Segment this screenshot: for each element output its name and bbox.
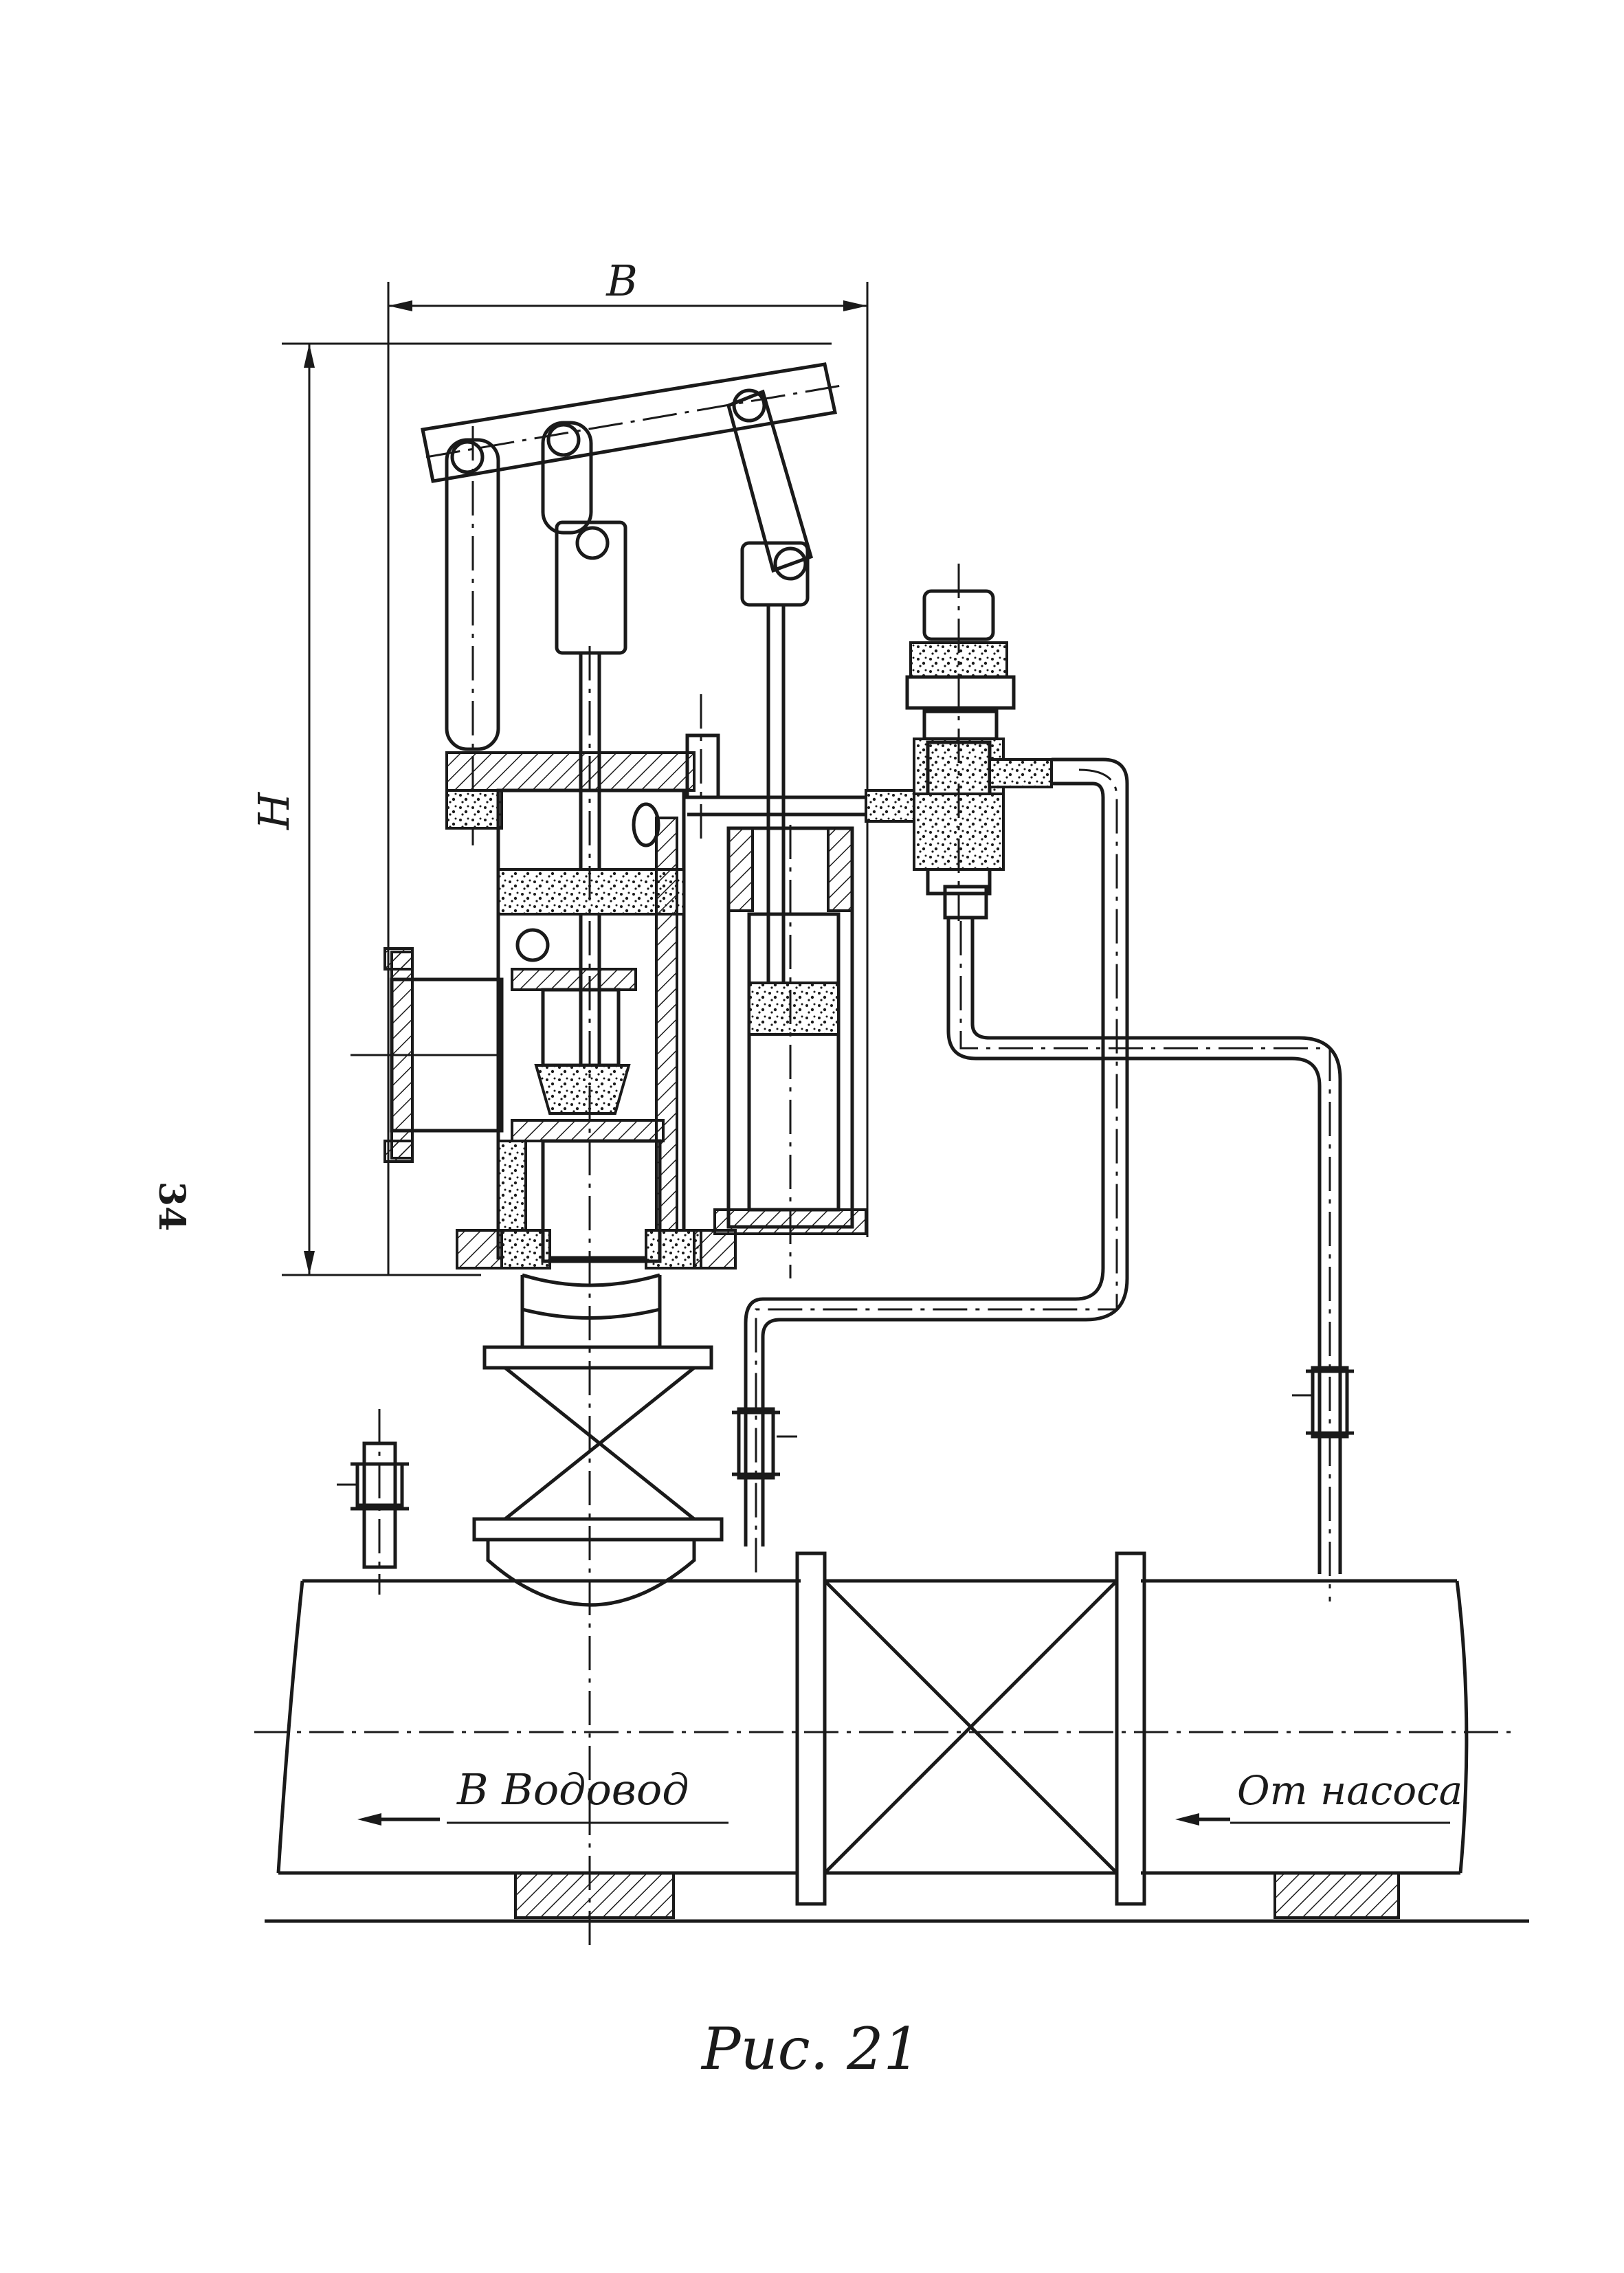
- lever-pivot-right: [732, 388, 766, 423]
- riser-valve-middle: [732, 1407, 797, 1480]
- left-flow-label: В Водовод: [456, 1764, 689, 1815]
- riser-valve-right: [1292, 1366, 1354, 1439]
- dimension-h: H: [249, 342, 832, 1276]
- control-pipe: [687, 789, 915, 823]
- main-gate-valve: [472, 1275, 724, 1607]
- base-flange: [456, 1139, 737, 1287]
- outer-pipe-loop: [744, 757, 1129, 1581]
- lever-arm: [421, 362, 846, 483]
- center-gate-valve: [795, 1551, 1146, 1906]
- inner-pipe-loop: [946, 918, 1342, 1601]
- servo-cylinder: [713, 825, 867, 1278]
- lever-pivot-middle: [546, 423, 581, 457]
- right-flow-label: От насоса: [1237, 1767, 1462, 1814]
- page-number: 34: [151, 1182, 192, 1231]
- right-link: [726, 389, 814, 983]
- figure-caption: Рис. 21: [700, 2015, 920, 2083]
- lever-pivot-left: [450, 440, 485, 474]
- air-valve-left: [337, 1409, 409, 1595]
- dimension-h-label: H: [249, 791, 299, 830]
- side-inlet-nozzle: [351, 947, 504, 1163]
- main-cylinder: [496, 646, 686, 1945]
- piston: [497, 868, 685, 916]
- dimension-b: B: [387, 256, 869, 412]
- main-pipeline: [254, 1579, 1512, 1875]
- valve-seat-body: [541, 1139, 662, 1263]
- mechanism-frame: [387, 316, 869, 1275]
- flow-label-left: В Водовод: [357, 1764, 728, 1826]
- control-valve: [905, 564, 1053, 921]
- servo-piston: [748, 982, 840, 1036]
- flow-label-right: От насоса: [1175, 1767, 1462, 1826]
- top-cover: [445, 694, 720, 845]
- valve-head: [534, 1064, 631, 1115]
- pipe-supports: [265, 1872, 1529, 1923]
- dimension-b-label: B: [605, 256, 638, 306]
